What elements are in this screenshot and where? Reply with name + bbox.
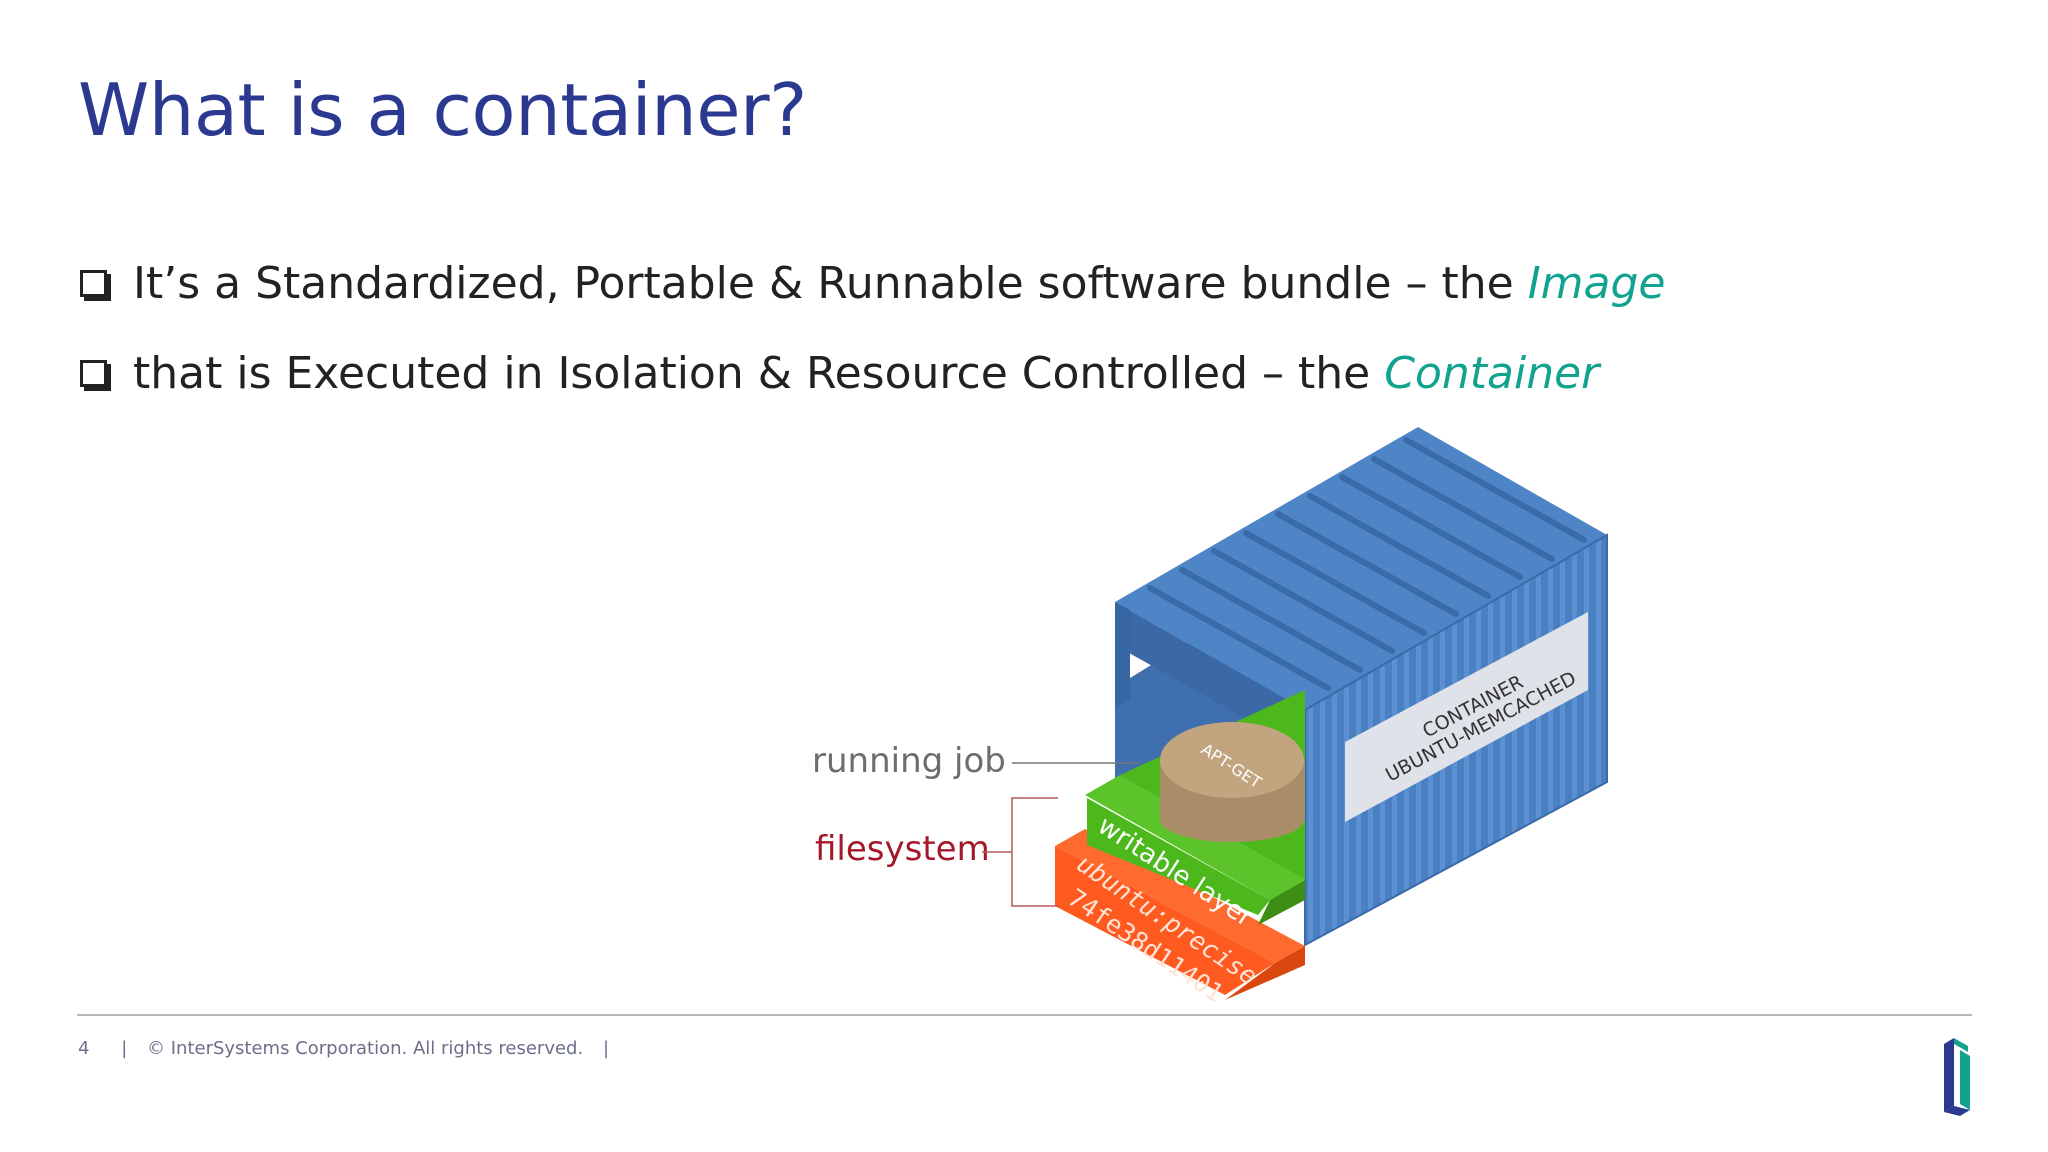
writable-layer-front (1087, 798, 1270, 915)
intersystems-logo-icon (1944, 1038, 1970, 1116)
bullet-item: It’s a Standardized, Portable & Runnable… (80, 238, 1666, 328)
page-number: 4 (78, 1038, 90, 1059)
base-layer-top (1055, 829, 1305, 963)
bullet-item: that is Executed in Isolation & Resource… (80, 328, 1666, 418)
base-layer-front (1055, 846, 1275, 995)
bullet-list: It’s a Standardized, Portable & Runnable… (80, 238, 1666, 418)
bullet-accent: Container (1384, 347, 1600, 399)
footer: 4 | © InterSystems Corporation. All righ… (78, 1038, 609, 1059)
footer-separator: | (121, 1038, 128, 1059)
checkbox-icon (80, 269, 107, 297)
job-cylinder-top (1160, 722, 1304, 798)
container-diagram: CONTAINER UBUNTU-MEMCACHED ubuntu:precis… (812, 427, 1608, 1008)
container-door-frame (1115, 602, 1130, 708)
slide-title: What is a container? (78, 68, 807, 152)
bullet-text: It’s a Standardized, Portable & Runnable… (133, 257, 1666, 309)
footer-separator: | (602, 1038, 610, 1059)
filesystem-bracket (1011, 797, 1058, 907)
checkbox-icon (80, 359, 107, 387)
bullet-text: that is Executed in Isolation & Resource… (133, 347, 1600, 399)
container-label-plate (1345, 612, 1588, 822)
copyright-text: © InterSystems Corporation. All rights r… (147, 1038, 584, 1059)
bullet-accent: Image (1527, 257, 1666, 309)
running-job-label: running job (812, 741, 1006, 781)
container-top-ribs (1147, 437, 1587, 691)
footer-divider (77, 1014, 1972, 1016)
filesystem-label: filesystem (815, 829, 990, 869)
